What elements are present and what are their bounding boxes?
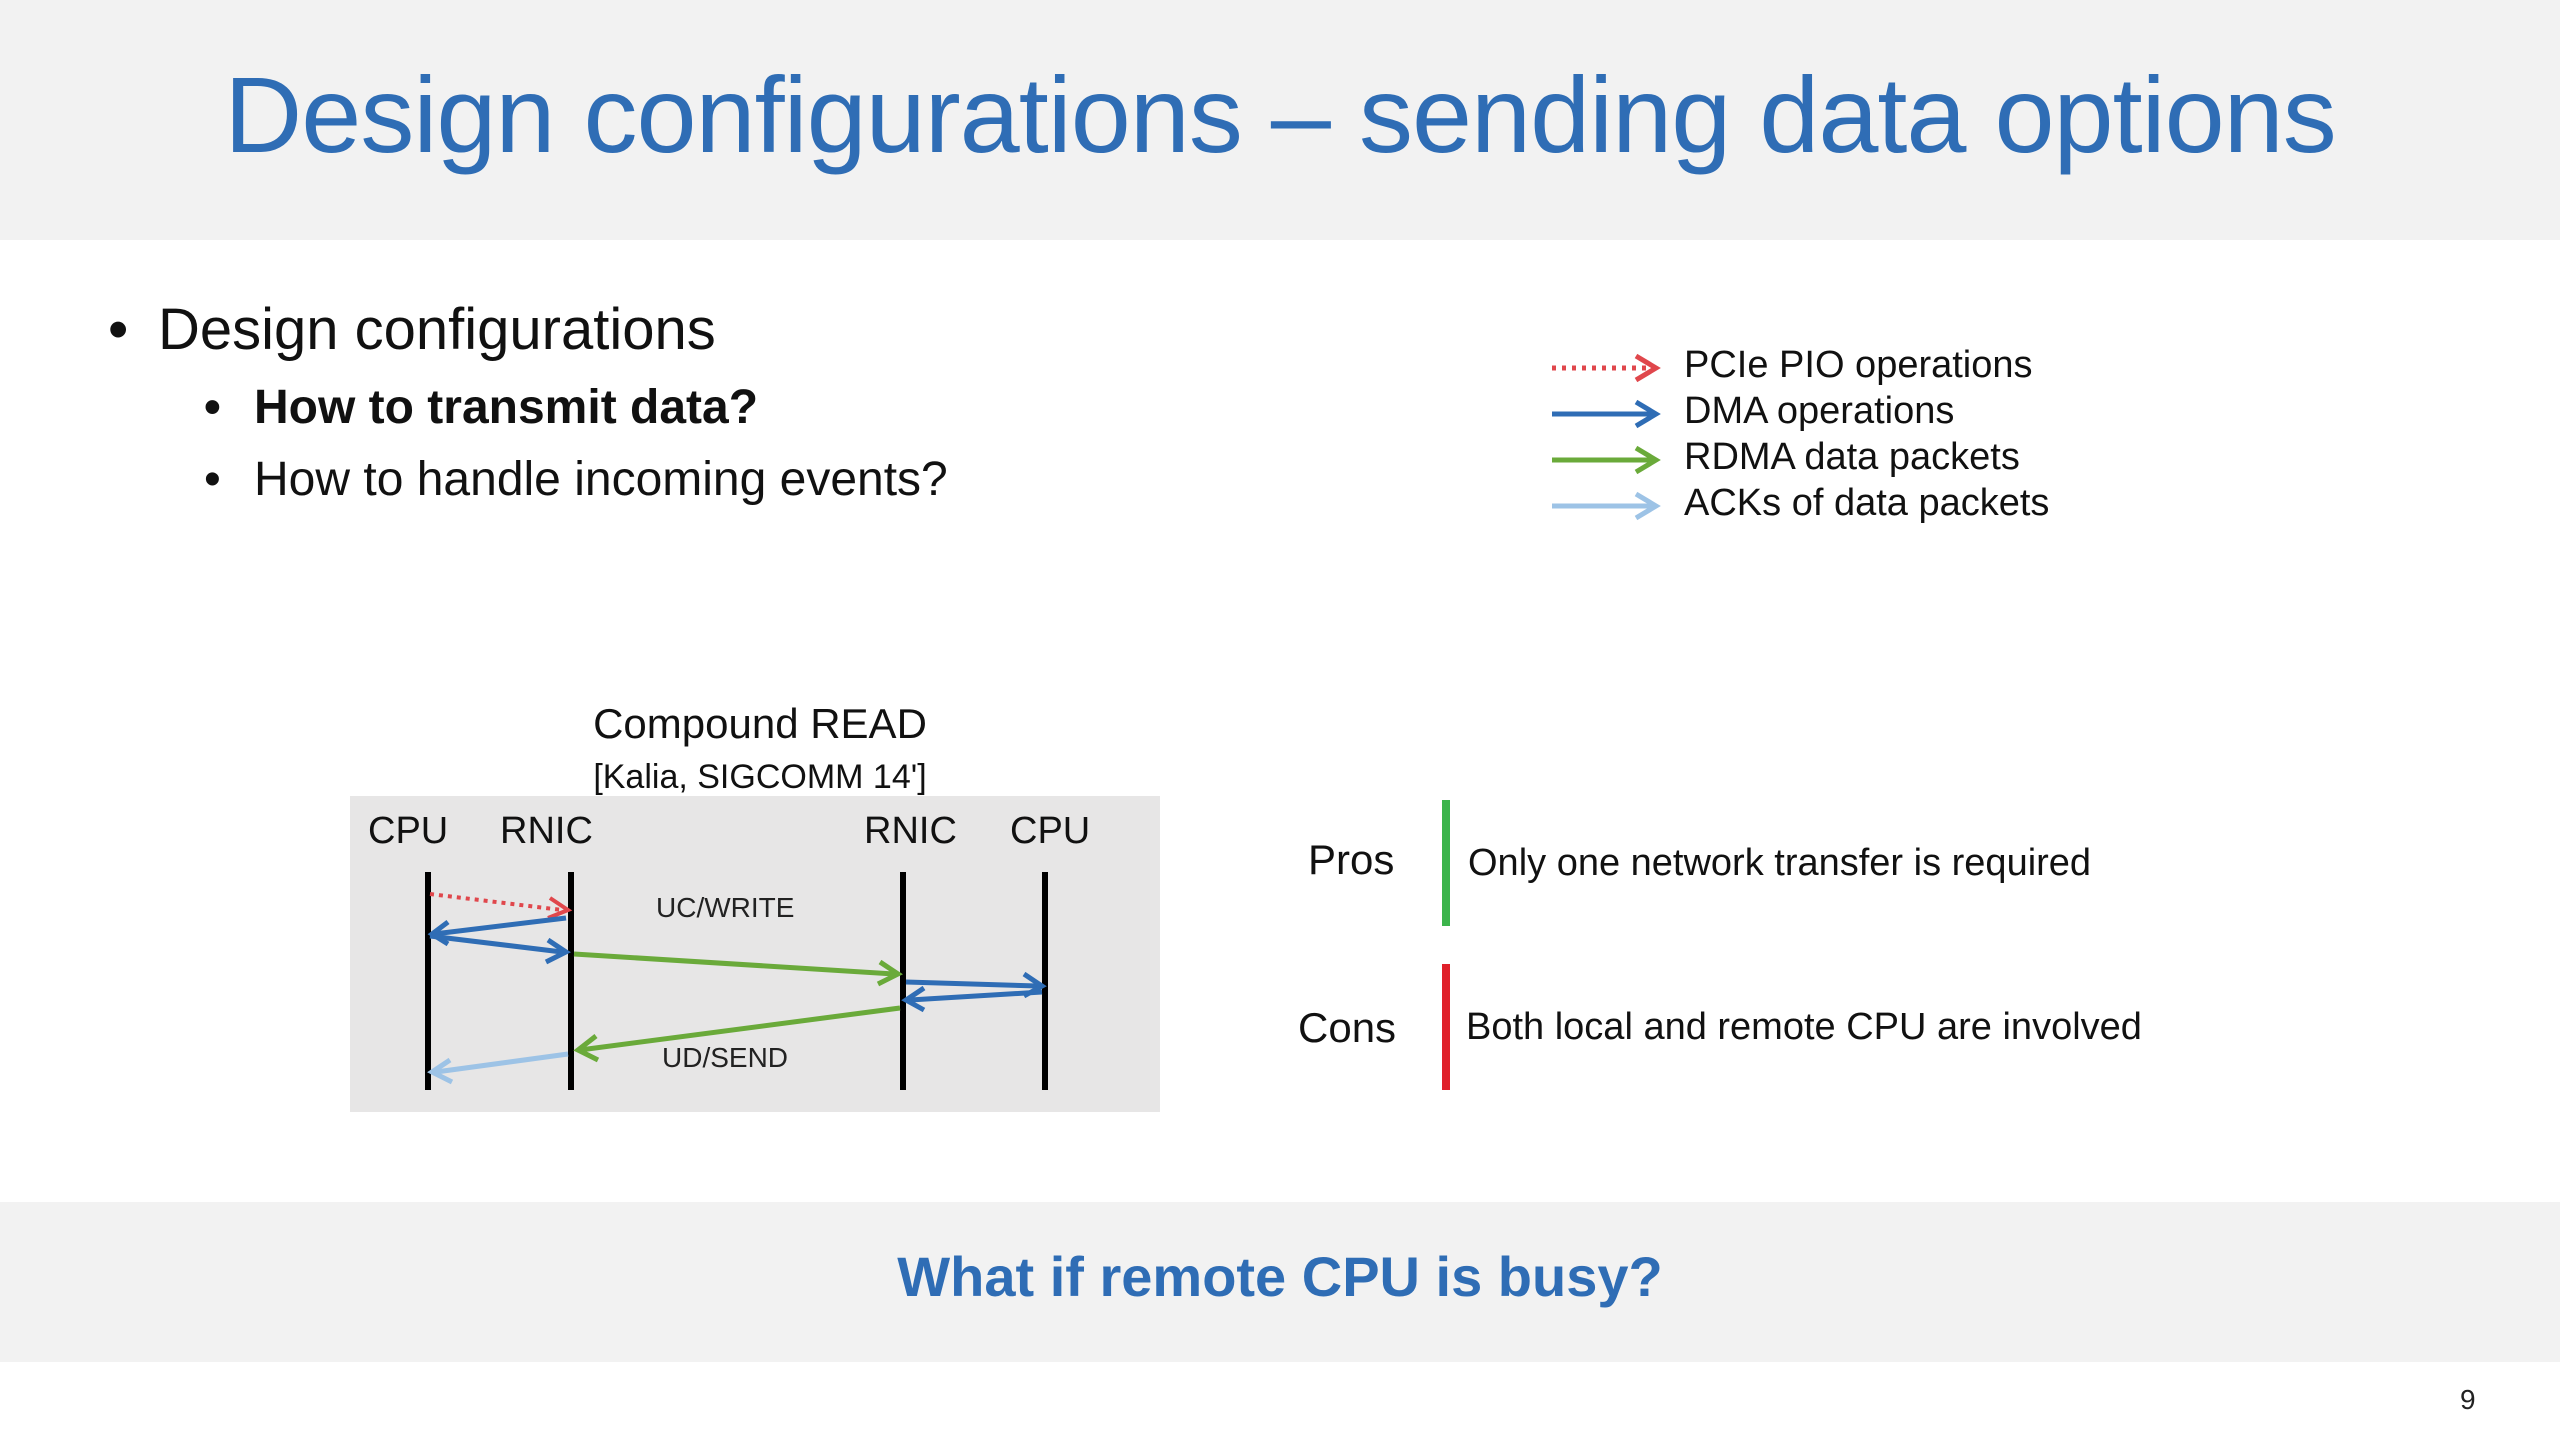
op-label-uc-write: UC/WRITE [656, 892, 795, 923]
sub-bullet-text: How to handle incoming events? [254, 453, 948, 506]
bullet-dot-icon: • [108, 297, 129, 362]
sequence-arrows [425, 872, 1048, 1090]
ack-line [435, 1051, 569, 1075]
ack-head [427, 1057, 454, 1085]
slide-title: Design configurations – sending data opt… [224, 54, 2336, 175]
bullet-design-configurations: • Design configurations [108, 296, 716, 363]
dma-arrow-write-line [429, 933, 563, 955]
rdma-send-line [579, 1005, 901, 1053]
legend-label: ACKs of data packets [1684, 482, 2050, 524]
cons-text: Both local and remote CPU are involved [1466, 1006, 2142, 1048]
green-arrow-icon [1552, 445, 1661, 475]
light-blue-arrow-icon [1552, 491, 1661, 521]
node-label-local-rnic: RNIC [500, 810, 593, 852]
legend: PCIe PIO operations DMA operations RDMA … [1548, 344, 2108, 544]
legend-label: RDMA data packets [1684, 436, 2020, 478]
pio-arrow-line [429, 892, 563, 912]
pros-bar [1442, 800, 1450, 926]
blue-arrow-icon [1552, 399, 1661, 429]
op-label-ud-send: UD/SEND [662, 1042, 789, 1073]
cons-bar [1442, 964, 1450, 1090]
legend-label: DMA operations [1684, 390, 1955, 432]
bullet-dot-icon: • [204, 381, 221, 434]
sub-bullet-events: • How to handle incoming events? [204, 452, 948, 507]
cons-label: Cons [1298, 1004, 1397, 1051]
bullet-text: Design configurations [158, 297, 716, 362]
sub-bullet-transmit: • How to transmit data? [204, 380, 758, 435]
sub-bullet-text: How to transmit data? [254, 381, 759, 434]
pio-arrowhead [547, 896, 573, 920]
dotted-red-arrow-icon [1552, 353, 1661, 383]
dma-arrow-read-line [433, 915, 567, 937]
rdma-write-line [573, 951, 895, 977]
node-label-local-cpu: CPU [368, 810, 449, 852]
rdma-send-head [573, 1034, 600, 1063]
diagram-title: Compound READ [593, 700, 927, 747]
remote-dma-to-cpu-line [905, 979, 1039, 989]
diagram-citation: [Kalia, SIGCOMM 14'] [593, 758, 927, 796]
remote-dma-to-rnic-line [909, 989, 1043, 1003]
pros-label: Pros [1308, 836, 1395, 883]
title-band [0, 0, 2560, 240]
compound-read-diagram: CPU RNIC RNIC CPU UC/WRITE UD/SEND [350, 796, 1160, 1112]
bullet-dot-icon: • [204, 453, 221, 506]
pros-text: Only one network transfer is required [1468, 842, 2092, 884]
page-number: 9 [2460, 1384, 2476, 1415]
node-label-remote-rnic: RNIC [864, 810, 957, 852]
question-text: What if remote CPU is busy? [897, 1245, 1663, 1308]
node-label-remote-cpu: CPU [1010, 810, 1091, 852]
remote-dma-to-rnic-head [901, 985, 926, 1013]
legend-label: PCIe PIO operations [1684, 344, 2033, 386]
dma-arrow-write-head [544, 937, 571, 965]
question-band [0, 1202, 2560, 1362]
rdma-write-head [876, 959, 903, 987]
